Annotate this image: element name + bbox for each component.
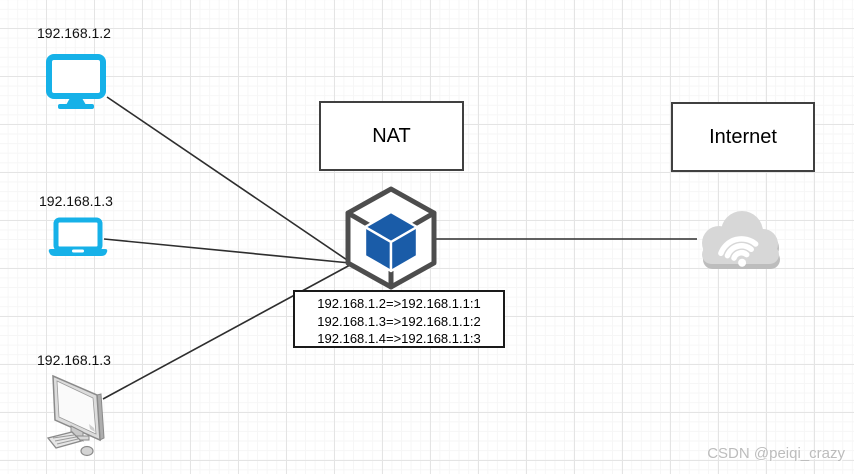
nat-mapping-table: 192.168.1.2=>192.168.1.1:1 192.168.1.3=>… (293, 290, 505, 348)
nat-box-label: NAT (372, 124, 411, 147)
desktop-pc-icon (46, 374, 105, 457)
mapping-row: 192.168.1.3=>192.168.1.1:2 (317, 313, 481, 329)
edge-laptop-to-nat (103, 238, 351, 264)
internet-box-label: Internet (709, 125, 777, 148)
laptop-icon (48, 217, 108, 256)
nat-box: NAT (319, 101, 464, 171)
mapping-row: 192.168.1.4=>192.168.1.1:3 (317, 331, 481, 346)
internet-box: Internet (671, 102, 815, 172)
device-ip-label: 192.168.1.3 (39, 193, 113, 209)
nat-cube-icon (345, 186, 437, 290)
watermark: CSDN @peiqi_crazy (707, 445, 845, 462)
device-ip-label: 192.168.1.3 (37, 352, 111, 368)
cloud-wifi-icon (702, 211, 780, 269)
device-ip-label: 192.168.1.2 (37, 25, 111, 41)
edge-monitor-to-nat (106, 96, 351, 263)
mapping-row: 192.168.1.2=>192.168.1.1:1 (317, 296, 481, 311)
monitor-icon (46, 54, 106, 109)
